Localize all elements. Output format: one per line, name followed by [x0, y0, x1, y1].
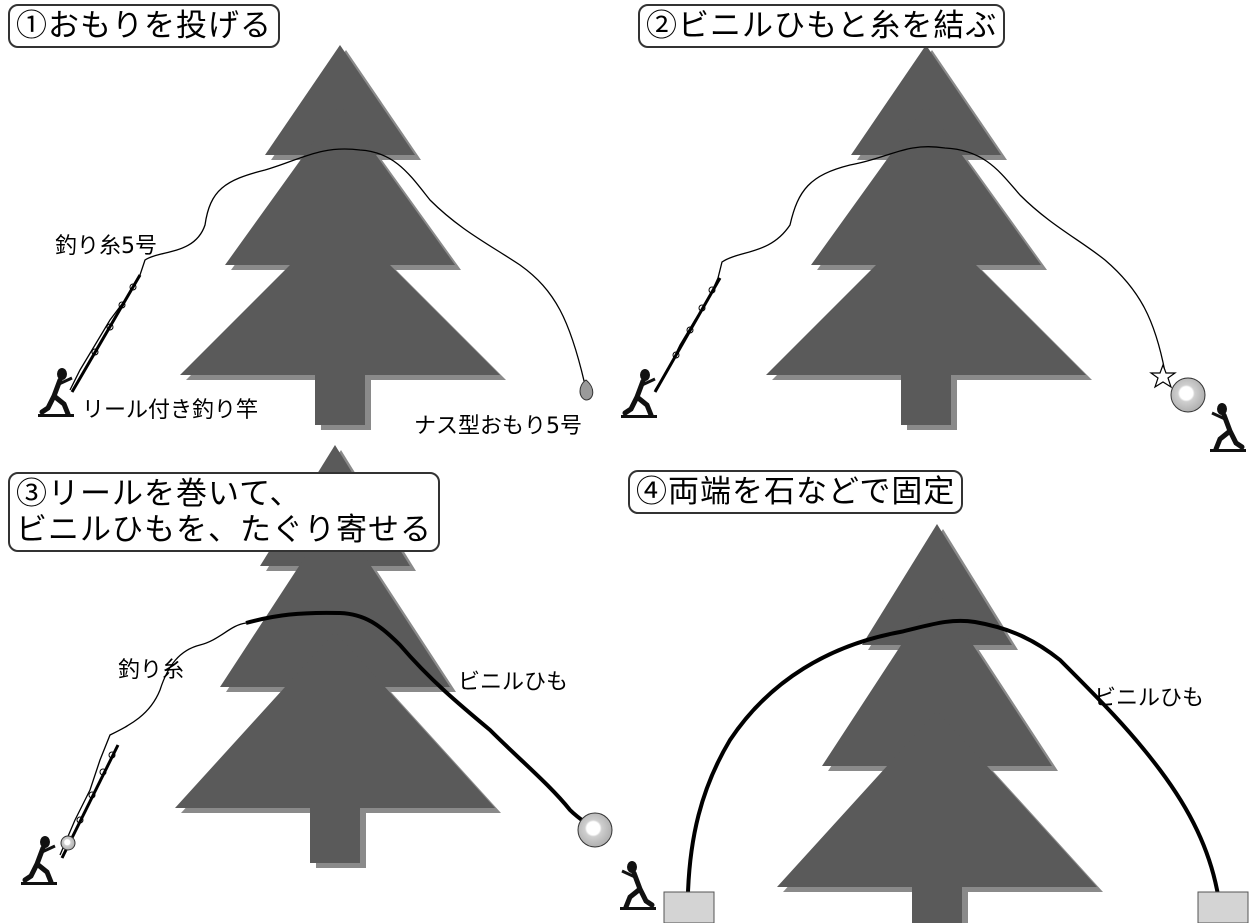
sinker	[579, 379, 594, 401]
label-sinker: ナス型おもり5号	[414, 414, 582, 439]
person-3	[21, 836, 57, 885]
tree-1	[180, 45, 500, 425]
rod-2	[653, 277, 722, 393]
step-4-title: ④両端を石などで固定	[628, 470, 964, 514]
vinyl-string-3	[245, 610, 597, 832]
person-3b	[620, 861, 656, 910]
label-reel-rod: リール付き釣り竿	[82, 398, 259, 423]
fishing-line-3	[59, 622, 247, 856]
person-1	[38, 368, 74, 417]
panel-1	[38, 45, 594, 430]
panel-4	[663, 524, 1249, 923]
rod-1	[70, 274, 142, 393]
fishing-line-2	[654, 146, 1166, 391]
tree-2	[766, 45, 1086, 425]
vinyl-ball-2	[1170, 377, 1206, 413]
step-3-title-line1: ③リールを巻いて、	[16, 476, 302, 512]
person-2b	[1210, 403, 1246, 452]
step-3-title: ③リールを巻いて、 ビニルひもを、たぐり寄せる	[8, 472, 440, 552]
step-3-title-line2: ビニルひもを、たぐり寄せる	[16, 512, 432, 548]
knot-star-icon	[1149, 363, 1177, 389]
rod-guides-1	[91, 283, 137, 356]
vinyl-ball-3a	[60, 835, 76, 851]
person-2	[621, 369, 657, 418]
tree-4	[777, 524, 1097, 923]
label-vinyl-string-4: ビニルひも	[1094, 686, 1205, 711]
fishing-line-1	[69, 148, 586, 391]
vinyl-string-4	[686, 618, 1220, 896]
rod-guides-3	[76, 751, 116, 824]
panel-2	[621, 45, 1246, 452]
step-1-title: ①おもりを投げる	[8, 4, 280, 48]
rod-guides-2	[672, 286, 716, 359]
label-fishing-line-5: 釣り糸5号	[55, 234, 157, 259]
stone-left	[663, 891, 715, 923]
vinyl-ball-3	[577, 812, 613, 848]
step-2-title: ②ビニルひもと糸を結ぶ	[638, 4, 1006, 48]
label-vinyl-string-3: ビニルひも	[458, 670, 569, 695]
panel-3	[21, 445, 656, 910]
label-fishing-line: 釣り糸	[118, 658, 185, 683]
stone-right	[1197, 891, 1249, 923]
